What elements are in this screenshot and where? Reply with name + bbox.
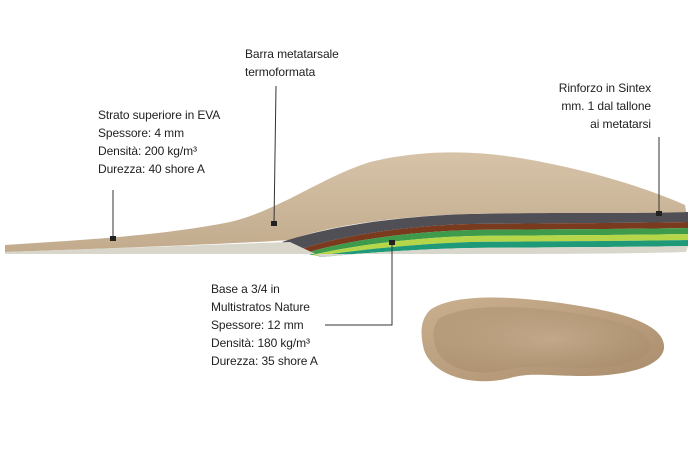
label-line: ai metatarsi — [590, 117, 651, 131]
label-line: Barra metatarsale — [245, 47, 339, 61]
label-top-layer: Strato superiore in EVA Spessore: 4 mm D… — [98, 106, 220, 178]
label-metatarsal-bar: Barra metatarsale termoformata — [245, 45, 339, 81]
insole-bottom-shading — [433, 307, 650, 373]
layer-brown — [298, 222, 688, 253]
marker-top-layer — [110, 236, 116, 241]
label-line: Durezza: 40 shore A — [98, 162, 205, 176]
label-line: Durezza: 35 shore A — [211, 354, 318, 368]
leader-base — [325, 244, 393, 326]
marker-metatarsal — [271, 221, 277, 226]
layer-gray — [282, 212, 688, 250]
label-base: Base a 3/4 in Multistratos Nature Spesso… — [211, 280, 318, 370]
label-line: Base a 3/4 in — [211, 282, 280, 296]
label-line: Densità: 180 kg/m³ — [211, 336, 310, 350]
layer-teal — [318, 240, 688, 257]
marker-reinforce — [656, 211, 662, 216]
label-line: Spessore: 12 mm — [211, 318, 304, 332]
layer-base — [5, 242, 688, 257]
leader-metatarsal — [273, 85, 277, 225]
label-line: Strato superiore in EVA — [98, 108, 221, 122]
label-line: mm. 1 dal tallone — [561, 99, 651, 113]
insole-top-layer — [5, 152, 688, 252]
label-line: Multistratos Nature — [211, 300, 310, 314]
label-reinforcement: Rinforzo in Sintex mm. 1 dal tallone ai … — [559, 79, 651, 133]
layer-green-light — [312, 234, 688, 256]
label-line: termoformata — [245, 65, 316, 79]
label-line: Spessore: 4 mm — [98, 126, 184, 140]
layer-green-dark — [306, 228, 688, 255]
marker-base — [389, 240, 395, 245]
label-line: Densità: 200 kg/m³ — [98, 144, 197, 158]
label-line: Rinforzo in Sintex — [558, 81, 651, 95]
